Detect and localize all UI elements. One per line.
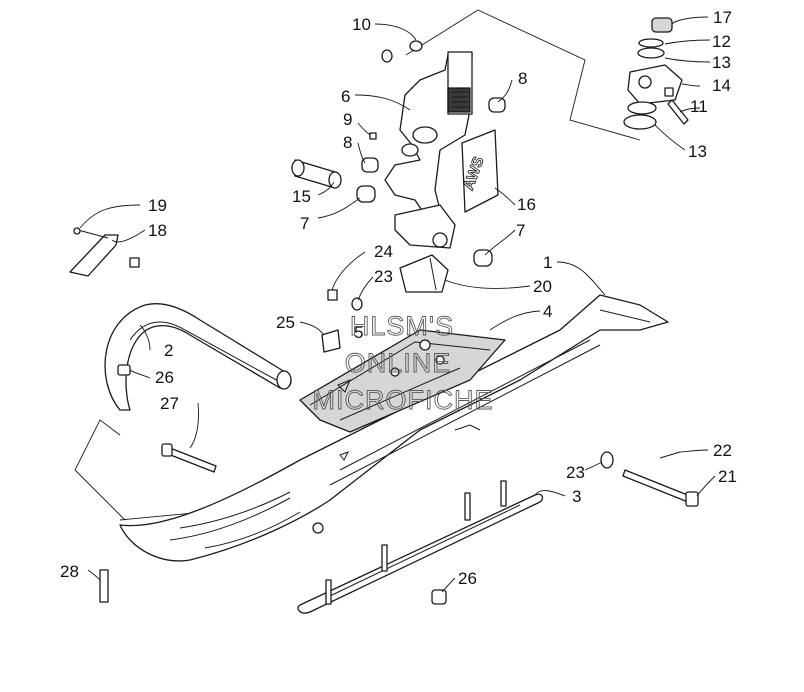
callout-labels: 1 2 3 4 5 6 7 7 8 8 9 10 11 12 13 13 14 … [60, 8, 737, 588]
bracket [69, 227, 140, 277]
callout-6: 6 [341, 87, 350, 106]
callout-13-bottom: 13 [688, 142, 707, 161]
leader-lines [79, 16, 716, 593]
callout-5: 5 [354, 323, 363, 342]
ski [119, 294, 669, 562]
callout-17: 17 [713, 8, 732, 27]
callout-8-right: 8 [518, 69, 527, 88]
callout-23-top: 23 [374, 267, 393, 286]
callout-13-top: 13 [712, 53, 731, 72]
callout-12: 12 [712, 32, 731, 51]
callout-25: 25 [276, 313, 295, 332]
callout-21: 21 [718, 467, 737, 486]
ski-saddle [299, 329, 506, 461]
callout-4: 4 [543, 302, 552, 321]
callout-3: 3 [572, 487, 581, 506]
callout-24: 24 [374, 242, 393, 261]
spindle-hardware [291, 40, 506, 293]
callout-2: 2 [164, 341, 173, 360]
fasteners [99, 289, 699, 605]
callout-7-right: 7 [516, 221, 525, 240]
callout-7-left: 7 [300, 214, 309, 233]
callout-8-left: 8 [343, 133, 352, 152]
callout-18: 18 [148, 221, 167, 240]
wear-bar [297, 480, 544, 614]
callout-22: 22 [713, 441, 732, 460]
callout-14: 14 [712, 76, 731, 95]
ski-handle [104, 303, 292, 411]
watermark: HLSM'S ONLINE MICROFICHE [312, 311, 494, 416]
callout-23-bottom: 23 [566, 463, 585, 482]
callout-20: 20 [533, 277, 552, 296]
steering-clamp [623, 17, 689, 130]
watermark-line-1: HLSM'S [350, 311, 454, 341]
callout-28: 28 [60, 562, 79, 581]
watermark-line-2: ONLINE [345, 348, 452, 378]
watermark-line-3: MICROFICHE [313, 385, 494, 415]
spindle: AWS [384, 51, 499, 249]
callout-15: 15 [292, 187, 311, 206]
callout-16: 16 [517, 195, 536, 214]
callout-9: 9 [343, 110, 352, 129]
callout-10: 10 [352, 15, 371, 34]
callout-27: 27 [160, 394, 179, 413]
callout-1: 1 [543, 253, 552, 272]
callout-26-bottom: 26 [458, 569, 477, 588]
callout-11: 11 [690, 97, 708, 116]
callout-19: 19 [148, 196, 167, 215]
callout-26-top: 26 [155, 368, 174, 387]
